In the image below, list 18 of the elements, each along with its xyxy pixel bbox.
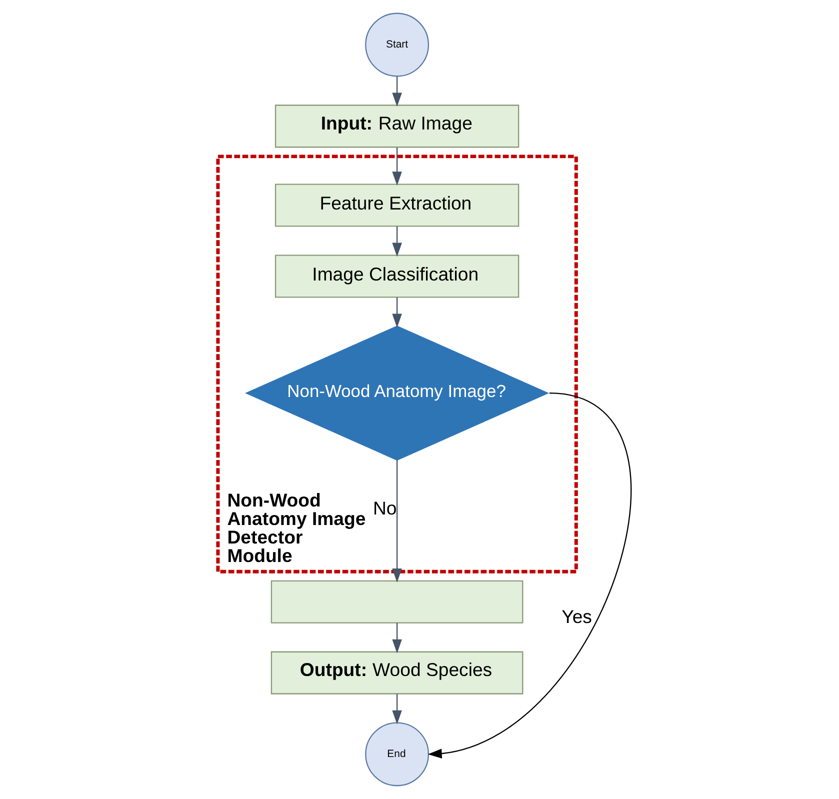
node-box: Image Classification	[274, 254, 519, 298]
node-box: Input: Raw Image	[274, 104, 519, 148]
arrow	[427, 392, 631, 758]
arrow	[392, 622, 402, 654]
node-circle: End	[364, 722, 429, 786]
edge-label: No	[372, 497, 396, 518]
arrow	[392, 460, 402, 582]
arrow	[392, 226, 402, 257]
node-diamond: Non-Wood Anatomy Image?	[244, 326, 549, 461]
arrow	[392, 297, 402, 328]
node-circle: Start	[364, 12, 429, 77]
node-box	[270, 580, 523, 624]
node-box: Output: Wood Species	[270, 651, 523, 694]
arrow	[392, 148, 402, 186]
edge-label: Yes	[561, 606, 592, 627]
arrow	[392, 76, 402, 107]
node-box: Feature Extraction	[274, 184, 519, 227]
arrow	[392, 694, 402, 724]
